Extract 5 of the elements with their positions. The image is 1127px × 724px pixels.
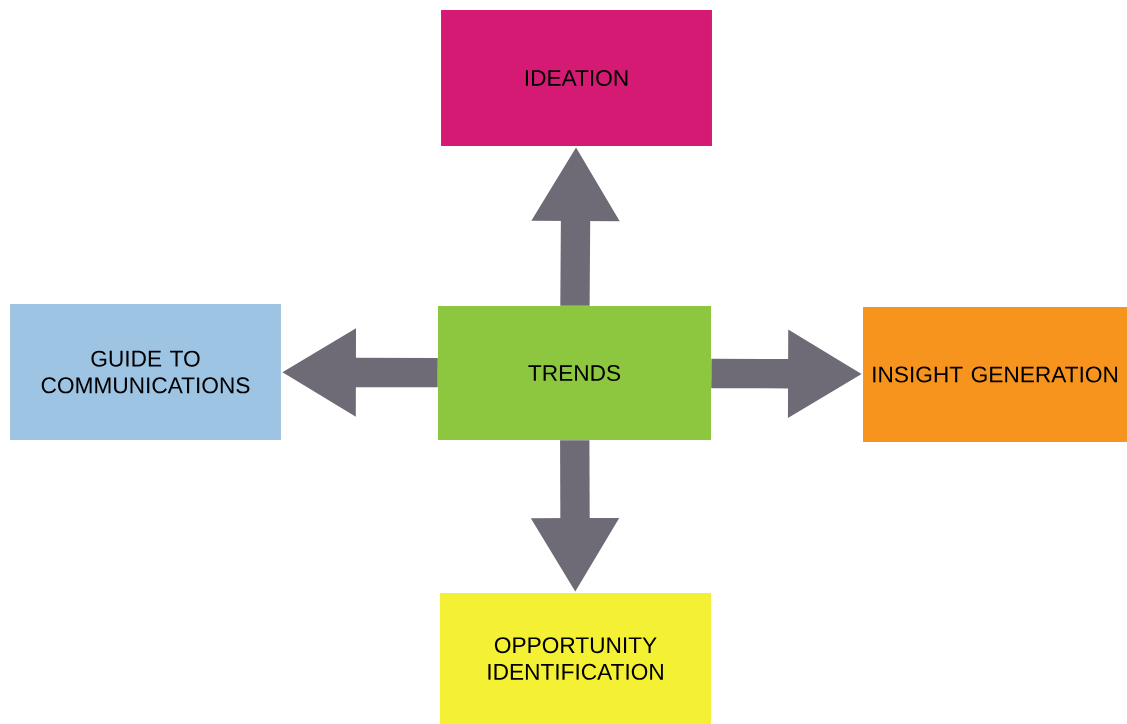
process-box: OPPORTUNITY IDENTIFICATION bbox=[440, 593, 711, 724]
process-box: TRENDS bbox=[438, 306, 712, 440]
process-box: IDEATION bbox=[441, 10, 712, 146]
process-box: GUIDE TO COMMUNICATIONS bbox=[10, 304, 281, 440]
process-box: INSIGHT GENERATION bbox=[863, 307, 1127, 442]
